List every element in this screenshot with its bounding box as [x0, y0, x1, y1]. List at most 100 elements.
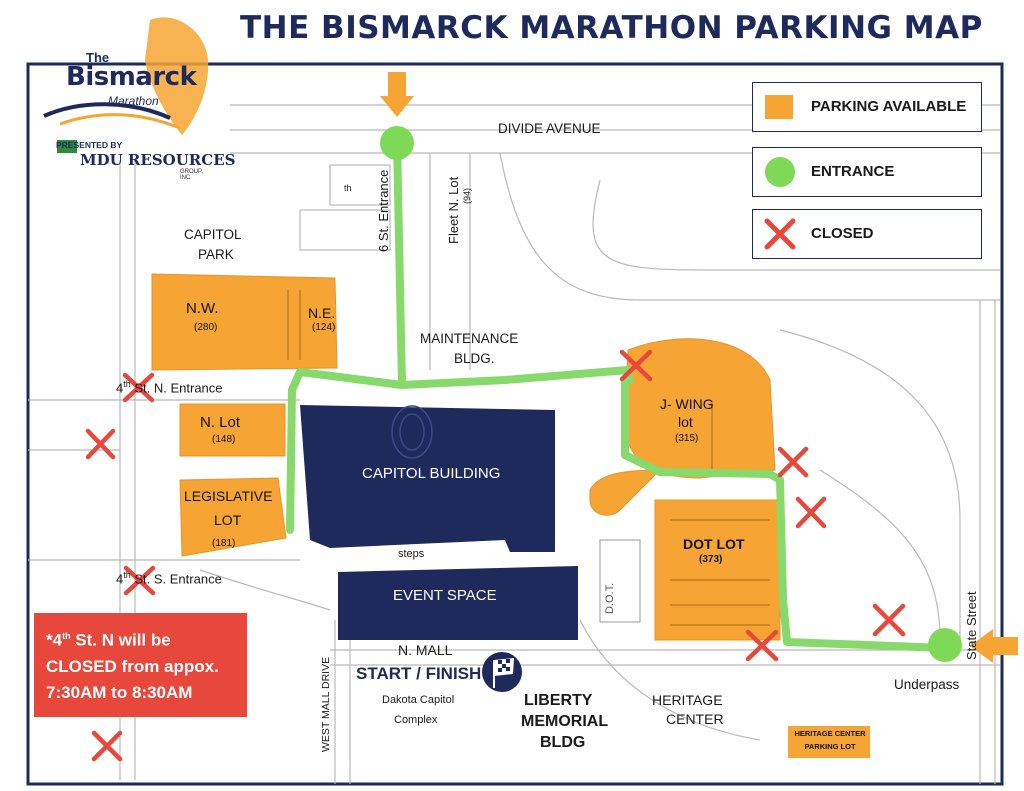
fleet-n-lot-label: Fleet N. Lot: [446, 176, 461, 244]
lot-jwing-label-2: lot: [678, 414, 693, 430]
capitol-building: [300, 405, 555, 552]
parking-lots: [151, 273, 781, 641]
heritage-parking-lot: [788, 726, 870, 758]
logo-the: The: [86, 50, 110, 65]
legend-closed: CLOSED: [752, 209, 982, 259]
underpass-label: Underpass: [894, 677, 960, 692]
west-mall-drive-label: WEST MALL DRIVE: [320, 656, 332, 752]
buildings: [300, 405, 578, 640]
entrances: [380, 126, 962, 662]
liberty-label-1: LIBERTY: [524, 692, 593, 709]
closed-sw-icon: [91, 730, 123, 762]
route: [286, 136, 949, 652]
lot-n: [179, 403, 286, 457]
lot-legislative-label-2: LOT: [214, 512, 242, 528]
logo-marathon: Marathon: [108, 94, 159, 108]
closed-4th-s-icon: [123, 565, 156, 596]
sixth-st-entrance-label: 6 St. Entrance: [376, 169, 391, 252]
route-north: [398, 366, 634, 389]
note-line-3: 7:30AM to 8:30AM: [46, 682, 193, 702]
arrow-down-icon: [380, 72, 414, 117]
capitol-park-label-2: PARK: [198, 247, 234, 262]
legend-parking-label: PARKING AVAILABLE: [811, 98, 967, 115]
lot-dot: [654, 499, 781, 641]
entrance-swatch-icon: [765, 157, 795, 187]
dakota-label-1: Dakota Capitol: [382, 694, 455, 706]
heritage-lot-label-1: HERITAGE CENTER: [794, 729, 866, 738]
liberty-label-3: BLDG: [540, 734, 586, 751]
liberty-label-2: MEMORIAL: [521, 713, 609, 730]
logo-graphic: [43, 17, 209, 153]
logo-sponsor-sub: GROUP, INC: [180, 169, 203, 181]
closed-dot-icon: [745, 629, 779, 662]
lot-n-label: N. Lot: [200, 414, 241, 431]
heritage-label-2: CENTER: [666, 711, 724, 727]
capitol-detail: [391, 405, 433, 459]
divide-avenue-label: DIVIDE AVENUE: [498, 121, 601, 136]
note-line-2: CLOSED from appox.: [46, 656, 219, 676]
fourth-n-entrance-label: 4th St. N. Entrance: [116, 379, 223, 396]
event-space: [338, 566, 578, 640]
lot-markings: [287, 290, 770, 626]
lot-ne-label: N.E.: [308, 305, 336, 321]
lot-jwing-annex: [589, 469, 662, 516]
event-space-label: EVENT SPACE: [393, 587, 497, 604]
closure-note: *4th St. N will be CLOSED from appox. 7:…: [34, 613, 247, 717]
logo: The Bismarck Marathon PRESENTED BY MDU R…: [0, 0, 235, 181]
lot-jwing-capacity: (315): [675, 433, 699, 444]
route-west: [286, 368, 406, 534]
logo-presented-by: PRESENTED BY: [56, 140, 123, 150]
entrance-6th-icon: [380, 126, 414, 160]
legend-entrance: ENTRANCE: [752, 147, 982, 197]
lot-n-capacity: (148): [212, 434, 236, 445]
lot-legislative-capacity: (181): [212, 538, 236, 549]
capitol-park-label-1: CAPITOL: [184, 227, 242, 242]
route-6th: [393, 136, 406, 389]
lot-nw-label: N.W.: [186, 300, 219, 317]
lot-nw: [151, 273, 338, 371]
entrance-state-icon: [928, 628, 962, 662]
maintenance-label-2: BLDG.: [454, 351, 495, 366]
dakota-label-2: Complex: [394, 714, 438, 726]
lot-jwing-label-1: J- WING: [660, 396, 714, 412]
closed-underpass-icon: [872, 603, 906, 637]
closed-west-icon: [85, 428, 116, 460]
state-street-label: State Street: [964, 591, 979, 660]
lot-dot-label: DOT LOT: [683, 536, 745, 552]
lot-legislative-label-1: LEGISLATIVE: [184, 488, 273, 504]
dot-building: [599, 539, 641, 623]
start-finish-flag-icon: [482, 652, 522, 692]
closed-jwing-icon: [619, 349, 653, 382]
legend-entrance-label: ENTRANCE: [811, 163, 895, 180]
route-east: [621, 376, 949, 652]
lot-dot-capacity: (373): [699, 554, 723, 565]
logo-sponsor: MDU RESOURCES: [80, 151, 236, 169]
arrow-left-icon: [970, 629, 1018, 663]
closed-markers: [85, 349, 906, 762]
heritage-label-1: HERITAGE: [652, 692, 723, 708]
closed-4th-n-icon: [122, 372, 155, 403]
lot-legislative: [179, 477, 287, 557]
legend-parking: PARKING AVAILABLE: [752, 82, 982, 132]
maintenance-label-1: MAINTENANCE: [420, 331, 519, 346]
dot-building-label: D.O.T.: [604, 582, 616, 614]
fourth-s-entrance-label: 4th St. S. Entrance: [116, 570, 222, 587]
legend-closed-label: CLOSED: [811, 225, 874, 242]
capitol-building-label: CAPITOL BUILDING: [362, 465, 501, 482]
logo-name: Bismarck: [66, 62, 197, 92]
arrows: [380, 72, 1018, 663]
start-finish-label: START / FINISH: [356, 664, 482, 683]
heritage-lot-label-2: PARKING LOT: [804, 742, 856, 751]
n-mall-label: N. MALL: [398, 642, 453, 658]
closed-swatch-icon: [764, 218, 796, 250]
lot-jwing: [624, 338, 776, 479]
parking-swatch-icon: [765, 95, 793, 119]
page-title: THE BISMARCK MARATHON PARKING MAP: [240, 10, 983, 46]
steps-label: steps: [398, 548, 425, 560]
th-small-label: th: [344, 183, 352, 193]
closed-east2-icon: [795, 496, 827, 529]
map-frame: [26, 62, 1004, 786]
lot-nw-capacity: (280): [194, 322, 218, 333]
